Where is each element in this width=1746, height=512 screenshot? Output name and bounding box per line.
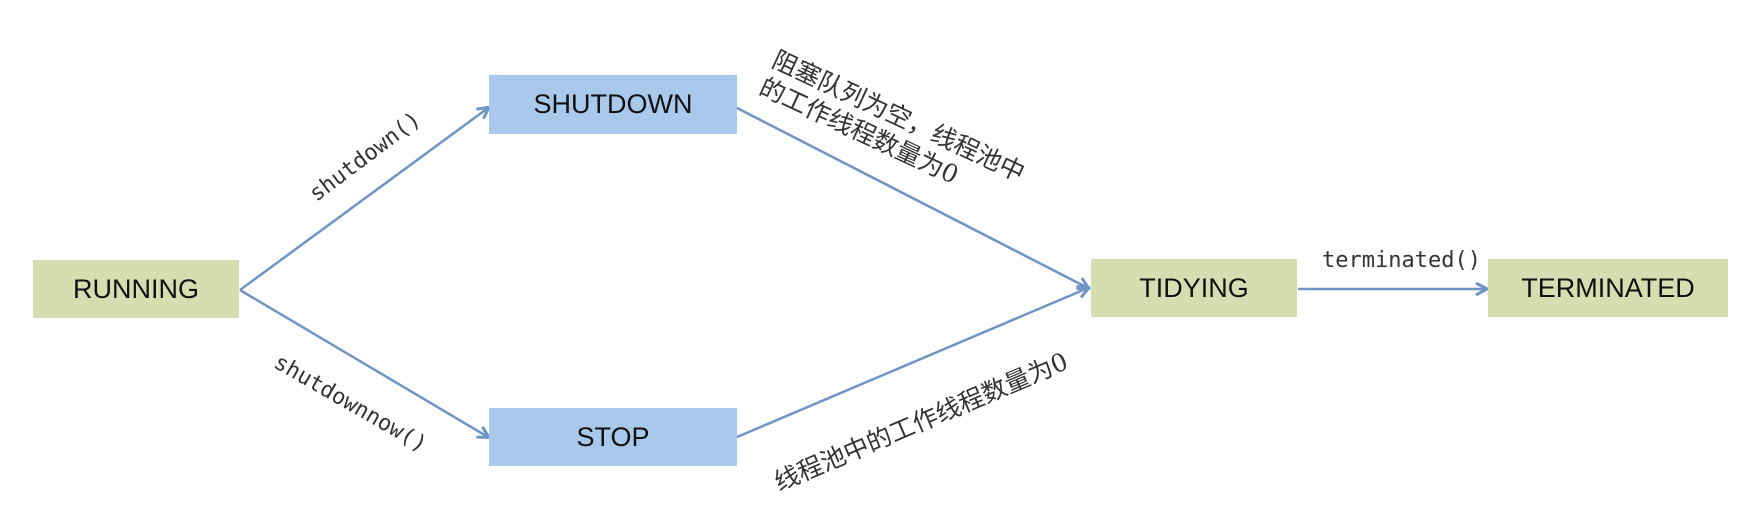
state-running-label: RUNNING [73,273,199,304]
state-shutdown-label: SHUTDOWN [533,89,693,119]
state-running: RUNNING [33,260,239,318]
state-terminated: TERMINATED [1488,259,1728,317]
label-terminated-call: terminated() [1322,248,1481,273]
edge-stop-tidying [736,288,1088,439]
state-terminated-label: TERMINATED [1521,272,1695,303]
state-stop: STOP [489,408,737,466]
edge-running-shutdown [239,108,488,292]
state-stop-label: STOP [576,421,650,452]
state-tidying: TIDYING [1091,259,1297,317]
edge-shutdown-tidying [736,106,1088,288]
state-shutdown: SHUTDOWN [489,75,737,134]
state-tidying-label: TIDYING [1139,272,1249,303]
edge-running-stop [239,288,488,437]
